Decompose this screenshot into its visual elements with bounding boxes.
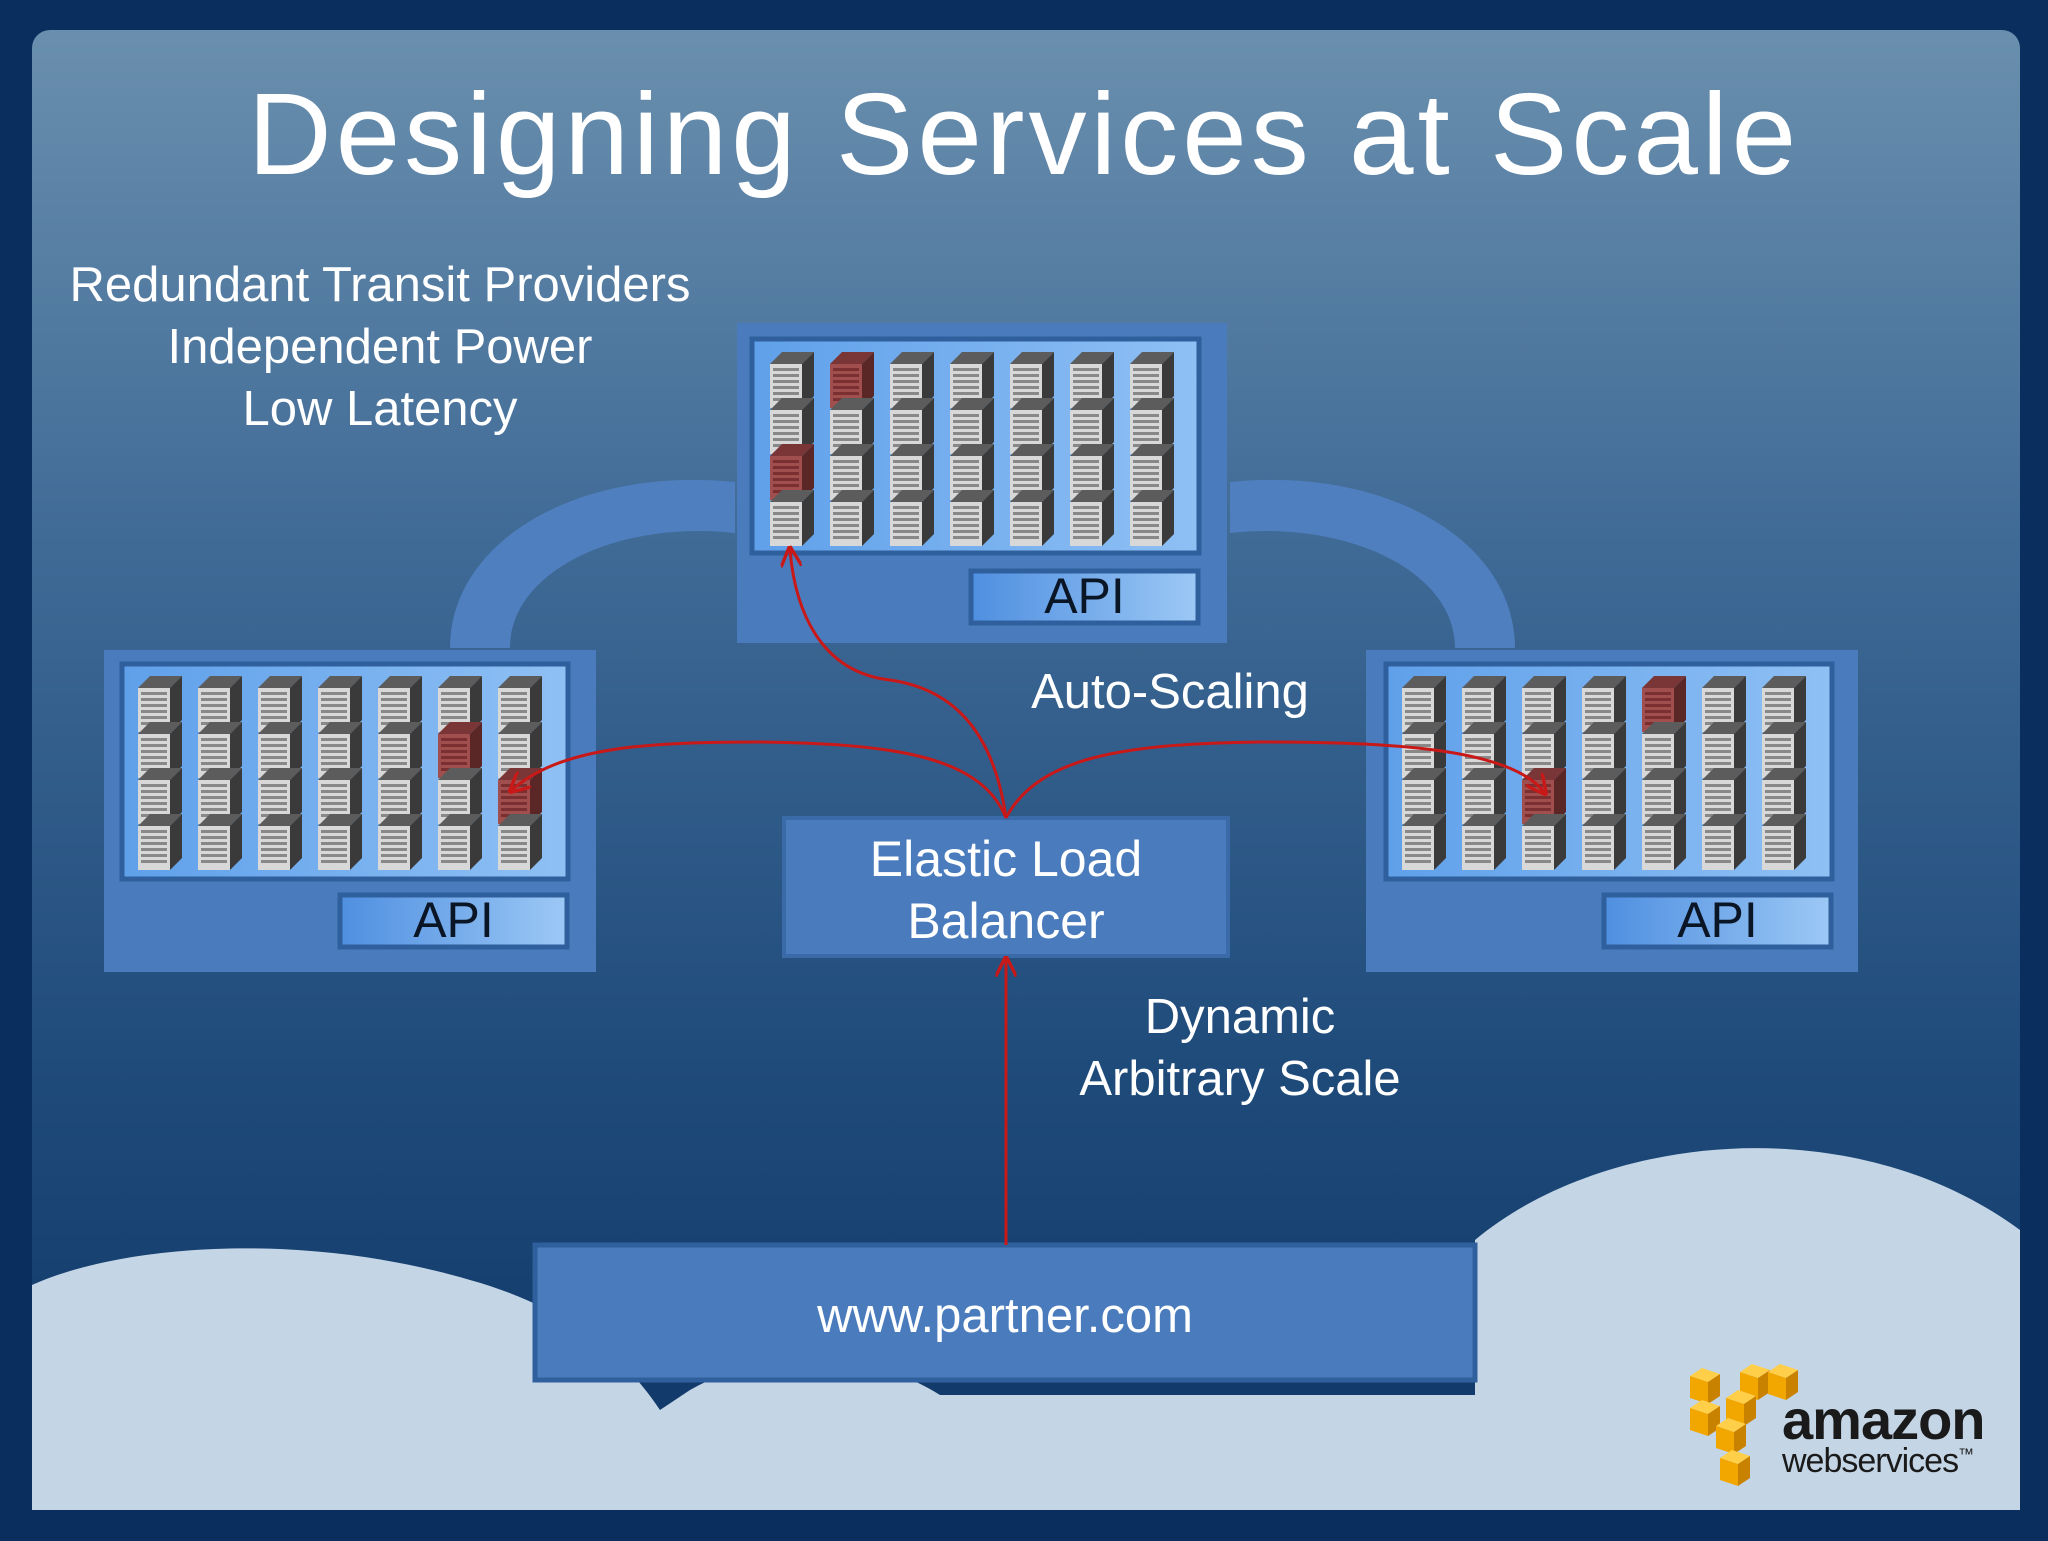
logo-tm: ™	[1958, 1446, 1974, 1464]
server-icon	[198, 814, 242, 870]
server-icon	[1582, 814, 1626, 870]
logo-webservices-text: webservices	[1782, 1442, 1959, 1480]
server-icon	[378, 814, 422, 870]
api-box-left	[337, 892, 570, 950]
feature-item: Independent Power	[167, 320, 593, 374]
auto-scaling-label: Auto-Scaling	[1031, 665, 1309, 719]
api-label-right: API	[1677, 892, 1758, 948]
logo-word-webservices: webservices™	[1782, 1444, 2022, 1478]
partner-site-label: www.partner.com	[817, 1289, 1193, 1343]
scale-line: Dynamic	[1144, 990, 1336, 1044]
elb-line: Elastic Load	[869, 831, 1143, 887]
servers-left	[138, 676, 542, 870]
server-icon	[950, 490, 994, 546]
arrow-elb-to-left	[512, 740, 1008, 819]
server-icon	[1702, 814, 1746, 870]
server-icon	[1070, 490, 1114, 546]
server-icon	[498, 814, 542, 870]
slide-title: Designing Services at Scale	[247, 69, 1801, 199]
server-icon	[770, 490, 814, 546]
feature-list: Redundant Transit Providers Independent …	[40, 254, 720, 440]
api-box-top	[968, 568, 1201, 626]
server-icon	[1402, 814, 1446, 870]
feature-item: Low Latency	[242, 382, 518, 436]
server-icon	[1130, 490, 1174, 546]
slide-background	[32, 30, 2020, 1510]
server-icon	[890, 490, 934, 546]
arrow-elb-to-top	[790, 550, 1008, 819]
api-label-left: API	[413, 892, 494, 948]
partner-box	[532, 1242, 1478, 1383]
aws-logo-text: amazon webservices™	[1782, 1388, 2022, 1479]
api-label-top: API	[1044, 568, 1125, 624]
server-icon	[258, 814, 302, 870]
elb-box	[782, 816, 1230, 958]
server-icon	[1642, 814, 1686, 870]
scale-line: Arbitrary Scale	[1079, 1052, 1401, 1106]
server-icon	[438, 814, 482, 870]
server-icon	[138, 814, 182, 870]
logo-word-amazon: amazon	[1782, 1388, 1986, 1451]
feature-item: Redundant Transit Providers	[69, 258, 691, 312]
cloud-shape	[32, 1148, 2020, 1510]
server-icon	[318, 814, 362, 870]
servers-right	[1402, 676, 1806, 870]
arch-right	[1230, 479, 1515, 648]
aws-logo-icon	[1690, 1364, 1798, 1486]
servers-top	[770, 352, 1174, 546]
arch-left	[450, 479, 735, 648]
server-icon	[1462, 814, 1506, 870]
server-icon	[1010, 490, 1054, 546]
scale-label: Dynamic Arbitrary Scale	[1060, 986, 1420, 1110]
api-box-right	[1601, 892, 1834, 950]
arrow-elb-to-right	[1004, 740, 1544, 819]
server-icon	[1762, 814, 1806, 870]
elb-line: Balancer	[907, 893, 1105, 949]
elb-label: Elastic Load Balancer	[784, 828, 1228, 952]
server-icon	[1522, 814, 1566, 870]
server-icon	[830, 490, 874, 546]
